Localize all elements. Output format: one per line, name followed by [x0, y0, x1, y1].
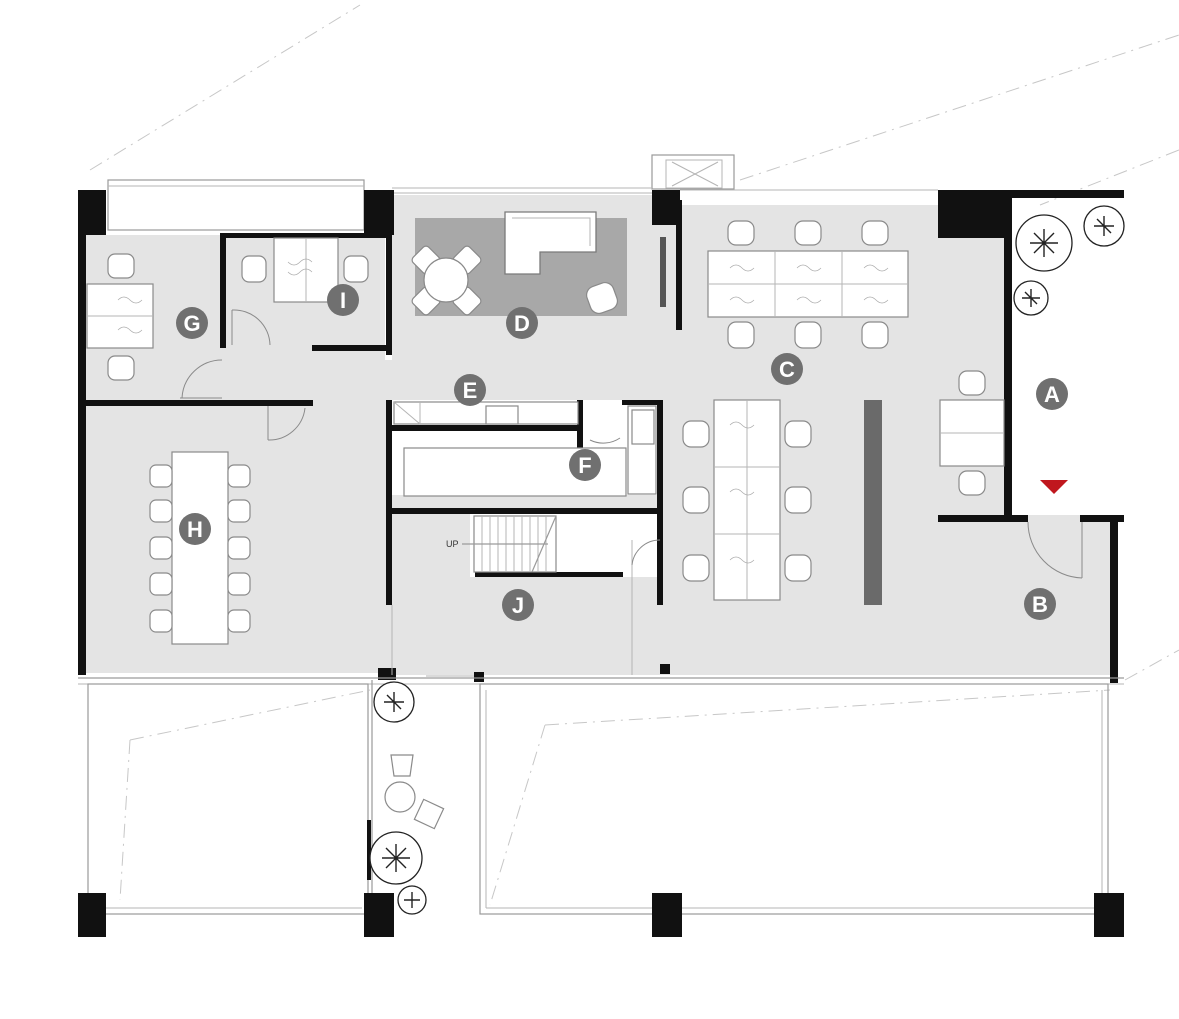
door-swing-icon: [589, 437, 621, 444]
room-label-d: D: [506, 307, 538, 339]
terrace-seating: [384, 754, 445, 830]
plants: [369, 205, 1125, 915]
room-label-h: H: [179, 513, 211, 545]
workstations-c-top: [707, 220, 909, 349]
doors: [180, 309, 1083, 579]
office-g-furniture: [86, 253, 154, 381]
plant-icon: [369, 831, 423, 885]
lounge-d-furniture: [411, 211, 619, 316]
svg-text:G: G: [183, 311, 200, 336]
terrace: [78, 540, 1124, 937]
stair-up-label: UP: [446, 539, 459, 549]
svg-text:A: A: [1044, 382, 1060, 407]
office-i-furniture: [241, 237, 369, 303]
entry-triangle-icon: [1040, 480, 1068, 494]
plant-icon: [1015, 214, 1073, 272]
plant-icon: [373, 681, 415, 723]
room-label-c: C: [771, 353, 803, 385]
svg-text:C: C: [779, 357, 795, 382]
svg-text:I: I: [340, 288, 346, 313]
door-swing-icon: [180, 359, 223, 399]
room-labels: A B C D E F G H I J: [176, 284, 1068, 621]
workstations-c-bottom: [682, 399, 812, 601]
svg-text:F: F: [578, 453, 591, 478]
room-label-j: J: [502, 589, 534, 621]
staircase-j: UP: [446, 515, 557, 573]
svg-text:E: E: [463, 378, 478, 403]
door-swing-icon: [267, 406, 306, 441]
room-label-e: E: [454, 374, 486, 406]
room-label-b: B: [1024, 588, 1056, 620]
svg-text:J: J: [512, 593, 524, 618]
svg-text:H: H: [187, 517, 203, 542]
svg-text:B: B: [1032, 592, 1048, 617]
door-swing-icon: [231, 309, 271, 346]
plant-icon: [397, 885, 427, 915]
plant-icon: [1013, 280, 1049, 316]
site-guides: [89, 4, 1179, 741]
room-label-f: F: [569, 449, 601, 481]
plant-icon: [1083, 205, 1125, 247]
door-swing-icon: [631, 539, 661, 566]
meeting-room-h-furniture: [149, 451, 251, 645]
room-label-i: I: [327, 284, 359, 316]
reception-a-furniture: [939, 370, 1005, 496]
room-label-g: G: [176, 307, 208, 339]
room-label-a: A: [1036, 378, 1068, 410]
door-swing-icon: [1027, 521, 1083, 579]
svg-text:D: D: [514, 311, 530, 336]
